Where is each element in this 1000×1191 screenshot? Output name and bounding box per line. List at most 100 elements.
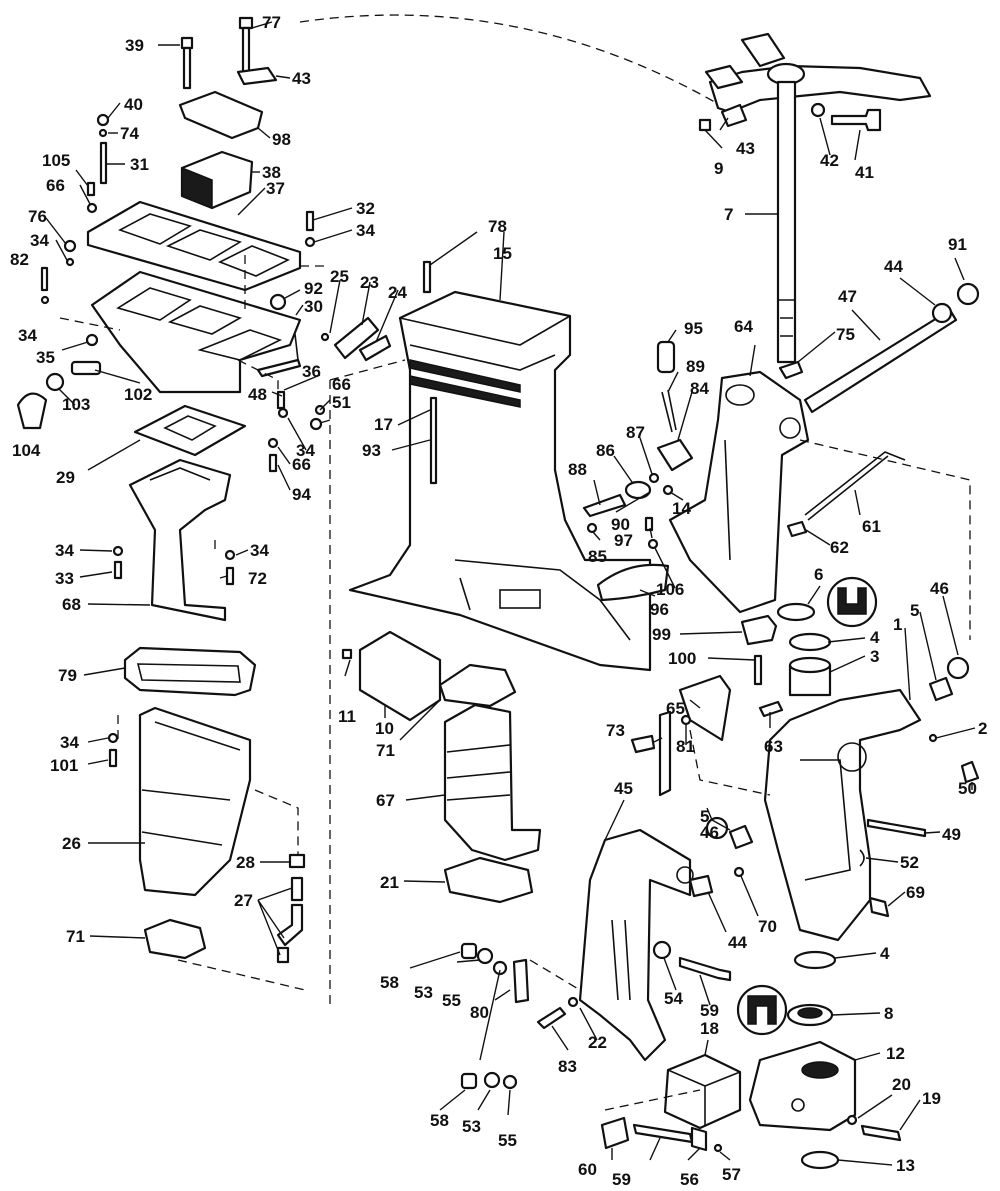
callout: 99	[652, 625, 671, 644]
callout: 28	[236, 853, 255, 872]
callout: 92	[304, 279, 323, 298]
callout: 59	[700, 1001, 719, 1020]
plug-102	[70, 360, 102, 376]
callout: 66	[292, 455, 311, 474]
callout: 91	[948, 235, 967, 254]
callout: 85	[588, 547, 607, 566]
callout: 49	[942, 825, 961, 844]
screw-97	[644, 516, 654, 532]
callout: 78	[488, 217, 507, 236]
washer-42	[810, 102, 826, 118]
callout: 55	[498, 1131, 517, 1150]
callout: 103	[62, 395, 90, 414]
callout: 10	[375, 719, 394, 738]
callout: 5	[910, 601, 919, 620]
callout: 21	[380, 873, 399, 892]
callout: 100	[668, 649, 696, 668]
bolt-32	[305, 210, 315, 232]
screw-87	[648, 472, 660, 484]
callout: 40	[124, 95, 143, 114]
hose-48	[256, 358, 302, 378]
plate-24	[358, 334, 392, 362]
callout: 66	[46, 176, 65, 195]
callout: 55	[442, 991, 461, 1010]
callout: 43	[736, 139, 755, 158]
callout: 84	[690, 379, 709, 398]
washer-54	[652, 940, 672, 960]
callout: 89	[686, 357, 705, 376]
callout: 47	[838, 287, 857, 306]
stud-31	[99, 141, 108, 185]
clip-52	[859, 849, 865, 867]
callout: 32	[356, 199, 375, 218]
spring-62	[786, 520, 808, 538]
callout: 4	[870, 628, 880, 647]
callout: 39	[125, 36, 144, 55]
callout: 71	[376, 741, 395, 760]
callout: 64	[734, 317, 753, 336]
fitting-95	[656, 340, 676, 374]
link-80	[512, 958, 530, 1004]
callout: 76	[28, 207, 47, 226]
bolt-82	[40, 266, 49, 292]
callout: 9	[714, 159, 723, 178]
callout: 34	[296, 441, 315, 460]
callout: 11	[338, 707, 356, 726]
callout: 46	[930, 579, 949, 598]
washer-34e	[112, 545, 124, 557]
callout: 43	[292, 69, 311, 88]
washer-74	[98, 128, 108, 138]
callout: 20	[892, 1075, 911, 1094]
bolt-41	[830, 108, 882, 132]
callout: 1	[893, 615, 902, 634]
bolt-83	[536, 1006, 567, 1030]
callout: 104	[12, 441, 41, 460]
bearing-8	[786, 1003, 834, 1027]
washer-66c	[267, 437, 279, 449]
washer-103	[45, 372, 65, 392]
clamp-86	[624, 480, 652, 500]
callout: 31	[130, 155, 149, 174]
grommet-104	[16, 392, 48, 430]
callout: 34	[250, 541, 269, 560]
stud-78	[422, 260, 432, 294]
callout: 58	[380, 973, 399, 992]
callout: 44	[884, 257, 903, 276]
callout: 58	[430, 1111, 449, 1130]
callout: 95	[684, 319, 703, 338]
washer-34	[304, 236, 316, 248]
callout: 18	[700, 1019, 719, 1038]
callout: 96	[650, 600, 669, 619]
nut-13	[800, 1150, 840, 1170]
bolt-77	[238, 16, 254, 75]
plug-50	[960, 760, 980, 784]
callout: 102	[124, 385, 152, 404]
callout: 57	[722, 1165, 741, 1184]
callout: 34	[18, 326, 37, 345]
swivel-bracket-64	[668, 370, 810, 614]
bushing-58a	[460, 942, 478, 960]
callout: 45	[614, 779, 633, 798]
callout: 93	[362, 441, 381, 460]
callout: 63	[764, 737, 783, 756]
callout: 7	[724, 205, 733, 224]
nut-40	[96, 113, 110, 127]
plate-60	[600, 1116, 630, 1150]
callout: 15	[493, 244, 512, 263]
callout: 4	[880, 944, 890, 963]
screw-73	[630, 734, 656, 754]
callout: 34	[30, 231, 49, 250]
washer-55b	[502, 1074, 518, 1090]
callout: 37	[266, 179, 285, 198]
callout: 34	[55, 541, 74, 560]
screw-11	[341, 648, 353, 660]
block-99	[740, 614, 778, 646]
callout: 23	[360, 273, 379, 292]
bolt-39	[180, 36, 194, 90]
grommet-28	[288, 853, 306, 869]
callout: 83	[558, 1057, 577, 1076]
nut-53b	[483, 1071, 501, 1089]
nut-53a	[476, 947, 494, 965]
washer-34b	[65, 257, 75, 267]
